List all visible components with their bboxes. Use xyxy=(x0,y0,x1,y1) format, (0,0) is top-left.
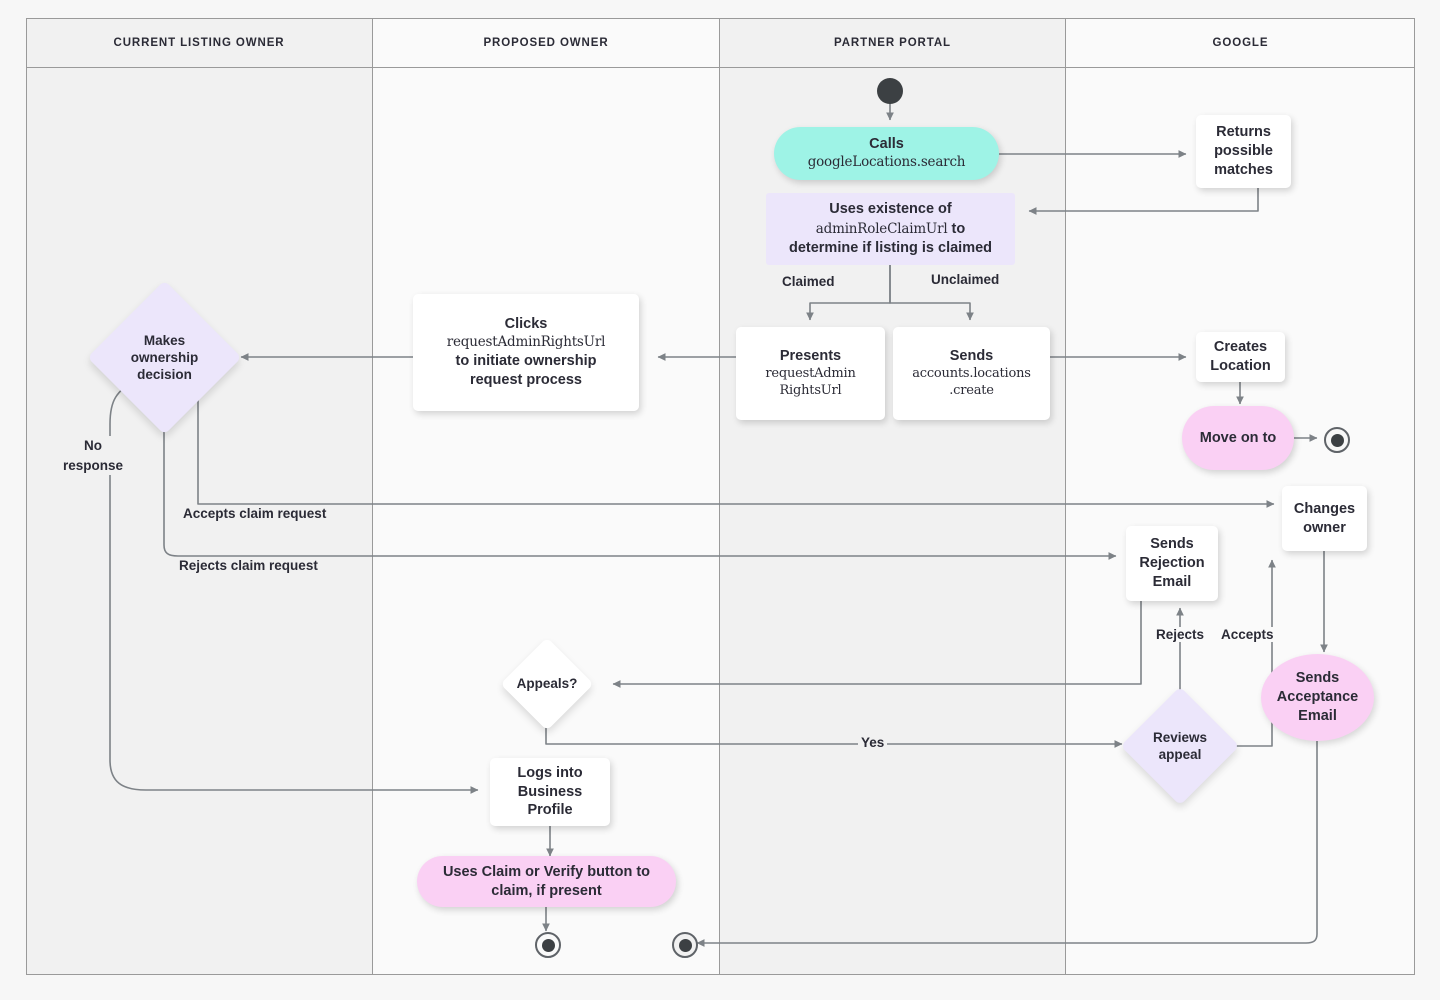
edge-label-no-response-line-2: response xyxy=(63,457,124,473)
edge-label-rejects-claim-request: Rejects claim request xyxy=(176,558,321,573)
node-line-1: Calls xyxy=(869,136,904,153)
node-code-1: accounts.locations xyxy=(912,366,1031,382)
end-node-google xyxy=(1324,427,1350,453)
edge-accepts-to-changes-owner xyxy=(197,400,1275,508)
node-presents-request-admin-rights-url[interactable]: Presents requestAdmin RightsUrl xyxy=(736,327,885,420)
node-calls-google-locations-search[interactable]: Calls googleLocations.search xyxy=(774,127,999,180)
node-line-1: Uses existence of xyxy=(829,200,952,217)
node-move-on-to[interactable]: Move on to xyxy=(1182,406,1294,470)
node-label: Changes owner xyxy=(1293,500,1356,536)
node-line-1: Sends xyxy=(949,348,994,365)
node-line-2: to initiate ownership xyxy=(455,352,597,369)
edge-label-accepts: Accepts xyxy=(1218,627,1277,642)
node-line-1: Uses Claim or Verify button to xyxy=(442,863,651,880)
node-makes-ownership-decision[interactable]: Makes ownership decision xyxy=(87,280,242,435)
edge-label-no-response: No response xyxy=(60,436,127,476)
node-code-2: .create xyxy=(949,382,994,398)
node-line-2: to xyxy=(951,220,966,237)
node-line-3: determine if listing is claimed xyxy=(788,240,993,257)
node-reviews-appeal[interactable]: Reviews appeal xyxy=(1120,686,1240,806)
edge-label-accepts-claim-request: Accepts claim request xyxy=(180,506,330,521)
node-creates-location[interactable]: Creates Location xyxy=(1196,332,1285,382)
swimlane-container: CURRENT LISTING OWNER PROPOSED OWNER PAR… xyxy=(26,18,1415,975)
node-code: googleLocations.search xyxy=(807,154,966,171)
lane-header-proposed-owner: PROPOSED OWNER xyxy=(373,18,719,68)
edge-label-yes: Yes xyxy=(858,735,888,750)
edge-rejects-to-rejection-email xyxy=(163,400,1117,560)
node-label: Logs into Business Profile xyxy=(517,764,583,819)
node-line-3: request process xyxy=(469,371,582,388)
node-label: Returns possible matches xyxy=(1214,124,1273,178)
node-code: requestAdminRightsUrl xyxy=(446,334,606,351)
node-clicks-request-admin-rights-url[interactable]: Clicks requestAdminRightsUrl to initiate… xyxy=(413,294,639,411)
lane-header-current-listing-owner: CURRENT LISTING OWNER xyxy=(26,18,372,68)
edge-acceptance-email-to-end xyxy=(696,741,1318,947)
lane-header-partner-portal: PARTNER PORTAL xyxy=(720,18,1065,68)
edge-no-response-to-logs-into xyxy=(109,377,479,794)
node-logs-into-business-profile[interactable]: Logs into Business Profile xyxy=(490,758,610,826)
lane-header-google: GOOGLE xyxy=(1066,18,1415,68)
node-label: Sends Acceptance Email xyxy=(1276,670,1359,724)
node-label: Reviews appeal xyxy=(1152,729,1208,762)
edge-label-claimed: Claimed xyxy=(779,274,838,289)
lane-current-listing-owner: CURRENT LISTING OWNER xyxy=(26,18,373,975)
lane-title: PARTNER PORTAL xyxy=(834,36,951,49)
end-node-proposed-owner xyxy=(535,932,561,958)
node-line-2: claim, if present xyxy=(491,882,602,899)
node-code-2: RightsUrl xyxy=(779,382,842,398)
node-sends-accounts-locations-create[interactable]: Sends accounts.locations .create xyxy=(893,327,1050,420)
edge-appeals-yes-to-reviews xyxy=(545,719,1123,748)
edge-label-unclaimed: Unclaimed xyxy=(928,272,1003,287)
node-appeals-decision[interactable]: Appeals? xyxy=(500,637,594,731)
node-label: Move on to xyxy=(1199,429,1277,446)
lane-title: GOOGLE xyxy=(1212,36,1269,49)
node-uses-existence-of-admin-role-claim-url[interactable]: Uses existence of adminRoleClaimUrl to d… xyxy=(766,193,1015,265)
lane-title: CURRENT LISTING OWNER xyxy=(113,36,285,49)
node-label: Sends Rejection Email xyxy=(1139,536,1205,590)
edge-reviews-accepts-to-changes-owner xyxy=(1231,559,1276,747)
edge-returns-to-uses xyxy=(1028,188,1259,215)
node-returns-possible-matches[interactable]: Returns possible matches xyxy=(1196,115,1291,188)
start-node xyxy=(877,78,903,104)
edge-label-rejects: Rejects xyxy=(1153,627,1208,642)
edge-uses-to-sends-create xyxy=(889,265,974,321)
node-line-1: Clicks xyxy=(504,316,548,333)
node-sends-rejection-email[interactable]: Sends Rejection Email xyxy=(1126,526,1218,601)
node-label: Appeals? xyxy=(516,676,578,692)
node-code: adminRoleClaimUrl xyxy=(815,220,948,237)
node-changes-owner[interactable]: Changes owner xyxy=(1282,486,1367,551)
node-label: Creates Location xyxy=(1210,339,1271,374)
node-uses-claim-or-verify-button[interactable]: Uses Claim or Verify button to claim, if… xyxy=(417,856,676,907)
node-code-1: requestAdmin xyxy=(765,366,856,382)
edge-label-no-response-line-1: No xyxy=(84,438,103,453)
edge-rejection-email-to-appeals xyxy=(612,601,1142,688)
node-sends-acceptance-email[interactable]: Sends Acceptance Email xyxy=(1261,654,1374,741)
end-node-partner-portal xyxy=(672,932,698,958)
lane-title: PROPOSED OWNER xyxy=(483,36,609,49)
node-label: Makes ownership decision xyxy=(130,332,199,383)
node-line-1: Presents xyxy=(779,348,842,365)
